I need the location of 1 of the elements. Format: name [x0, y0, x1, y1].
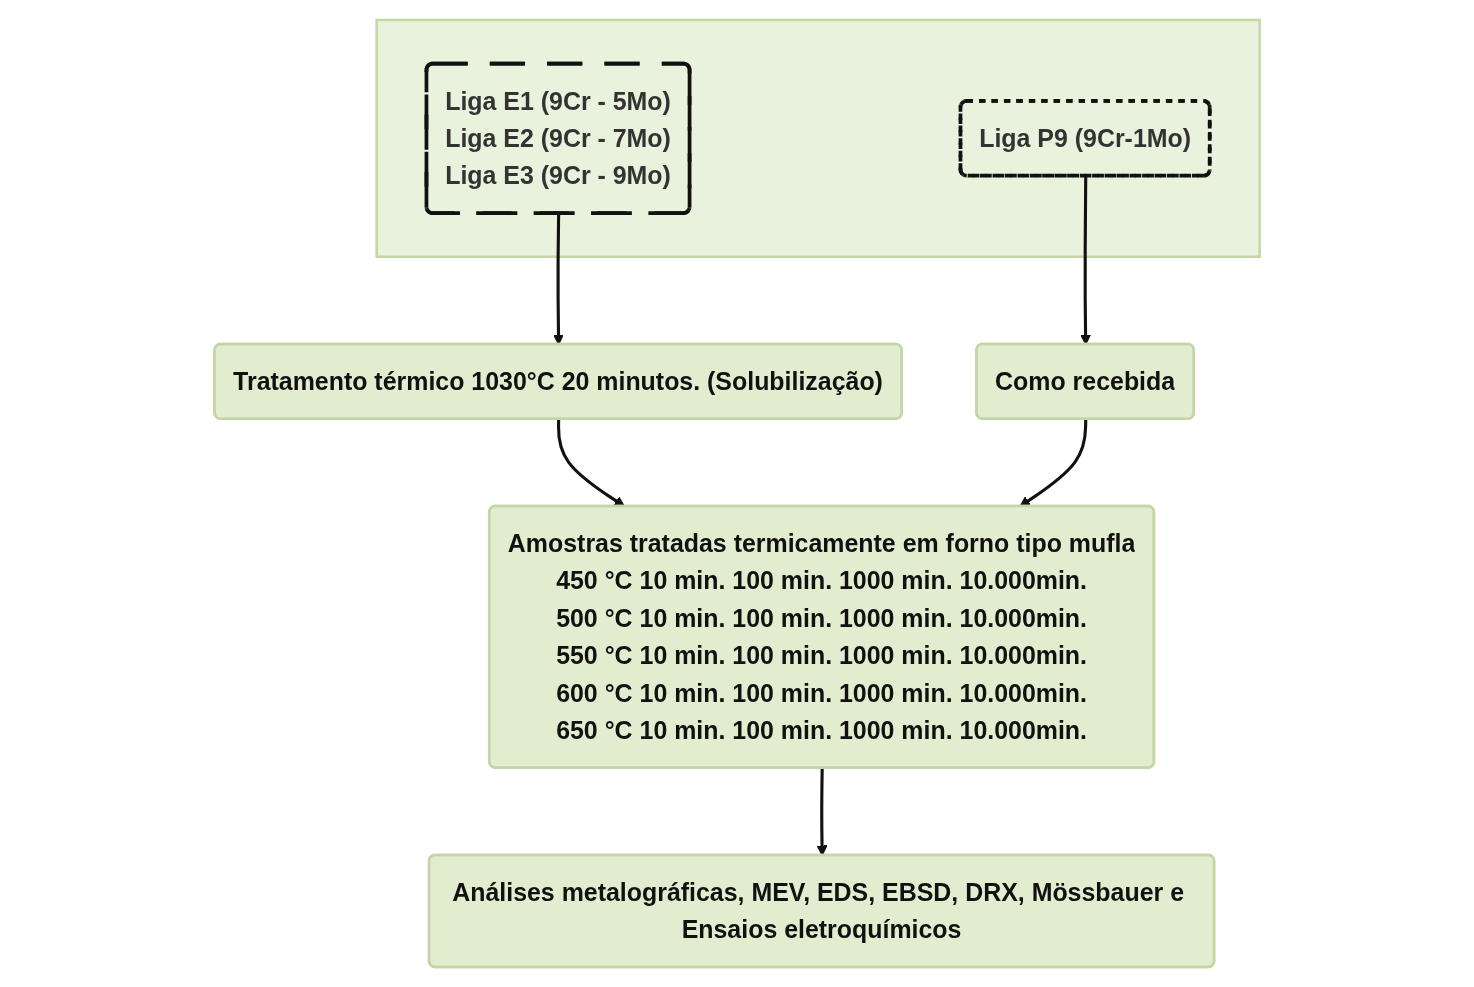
cluster [375, 18, 1261, 258]
